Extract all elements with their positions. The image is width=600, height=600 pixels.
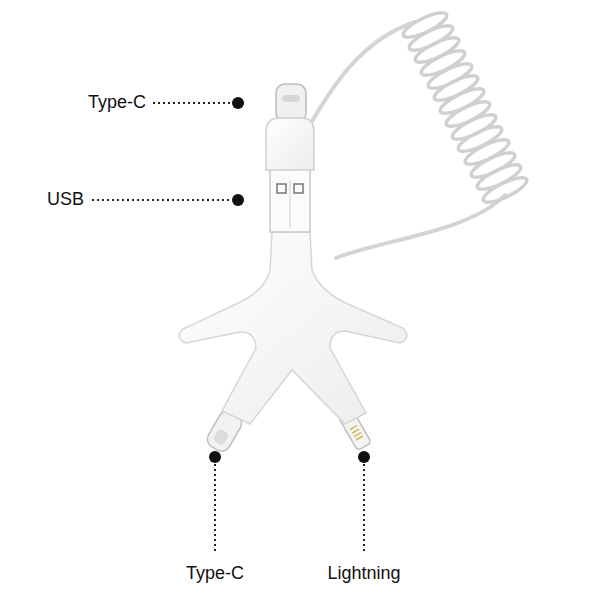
plane-hub	[179, 232, 407, 424]
cable	[308, 22, 505, 258]
type-c-adapter	[266, 84, 314, 170]
connector-label: USB	[47, 189, 84, 211]
connector-label: Type-C	[88, 92, 146, 114]
connector-label: Type-C	[186, 563, 244, 585]
coil	[400, 8, 529, 207]
connector-label: Lightning	[327, 563, 400, 585]
usb-a-plug	[270, 166, 310, 232]
